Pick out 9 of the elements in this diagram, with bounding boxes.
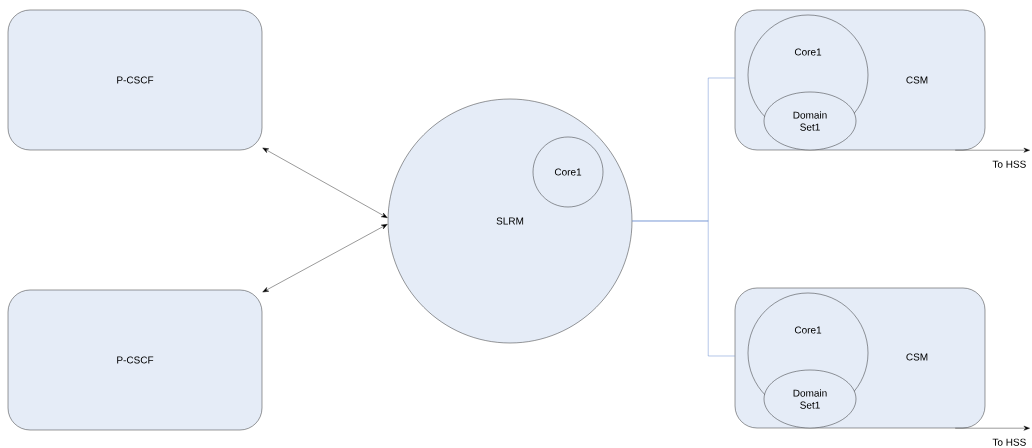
rounded-box: P-CSCF	[7, 9, 263, 151]
edge-label: To HSS	[992, 438, 1026, 446]
edge-label: To HSS	[992, 160, 1026, 168]
connector	[632, 220, 735, 357]
connector	[262, 224, 388, 293]
arrow	[955, 147, 1030, 153]
connector	[262, 147, 388, 218]
arrow	[955, 425, 1030, 431]
rounded-box: P-CSCF	[7, 289, 263, 431]
